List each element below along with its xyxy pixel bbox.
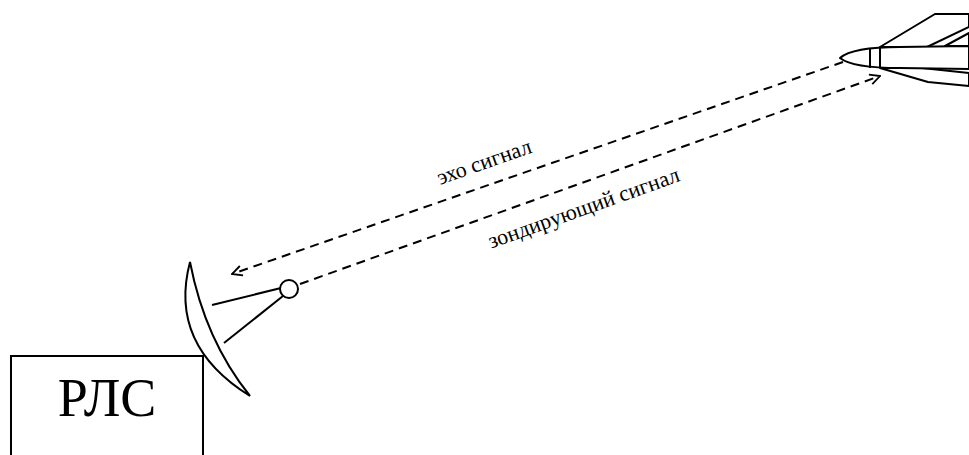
aircraft-detail xyxy=(869,48,871,68)
aircraft-wing xyxy=(880,14,969,47)
aircraft-fuselage xyxy=(840,46,969,69)
feed-strut xyxy=(212,288,281,305)
signal-label: зондирующий сигнал xyxy=(485,163,683,254)
echo-signal-line xyxy=(232,62,843,274)
aircraft-wing xyxy=(880,68,969,86)
antenna-feed xyxy=(280,280,298,298)
aircraft-tail xyxy=(945,33,969,46)
feed-strut xyxy=(224,296,283,343)
aircraft-detail xyxy=(879,47,881,68)
aircraft xyxy=(840,14,969,86)
signal-label: эхо сигнал xyxy=(434,134,535,190)
box-label: РЛС xyxy=(58,357,157,425)
radar-box: РЛС xyxy=(10,355,204,455)
sounding-signal-line xyxy=(300,76,880,284)
